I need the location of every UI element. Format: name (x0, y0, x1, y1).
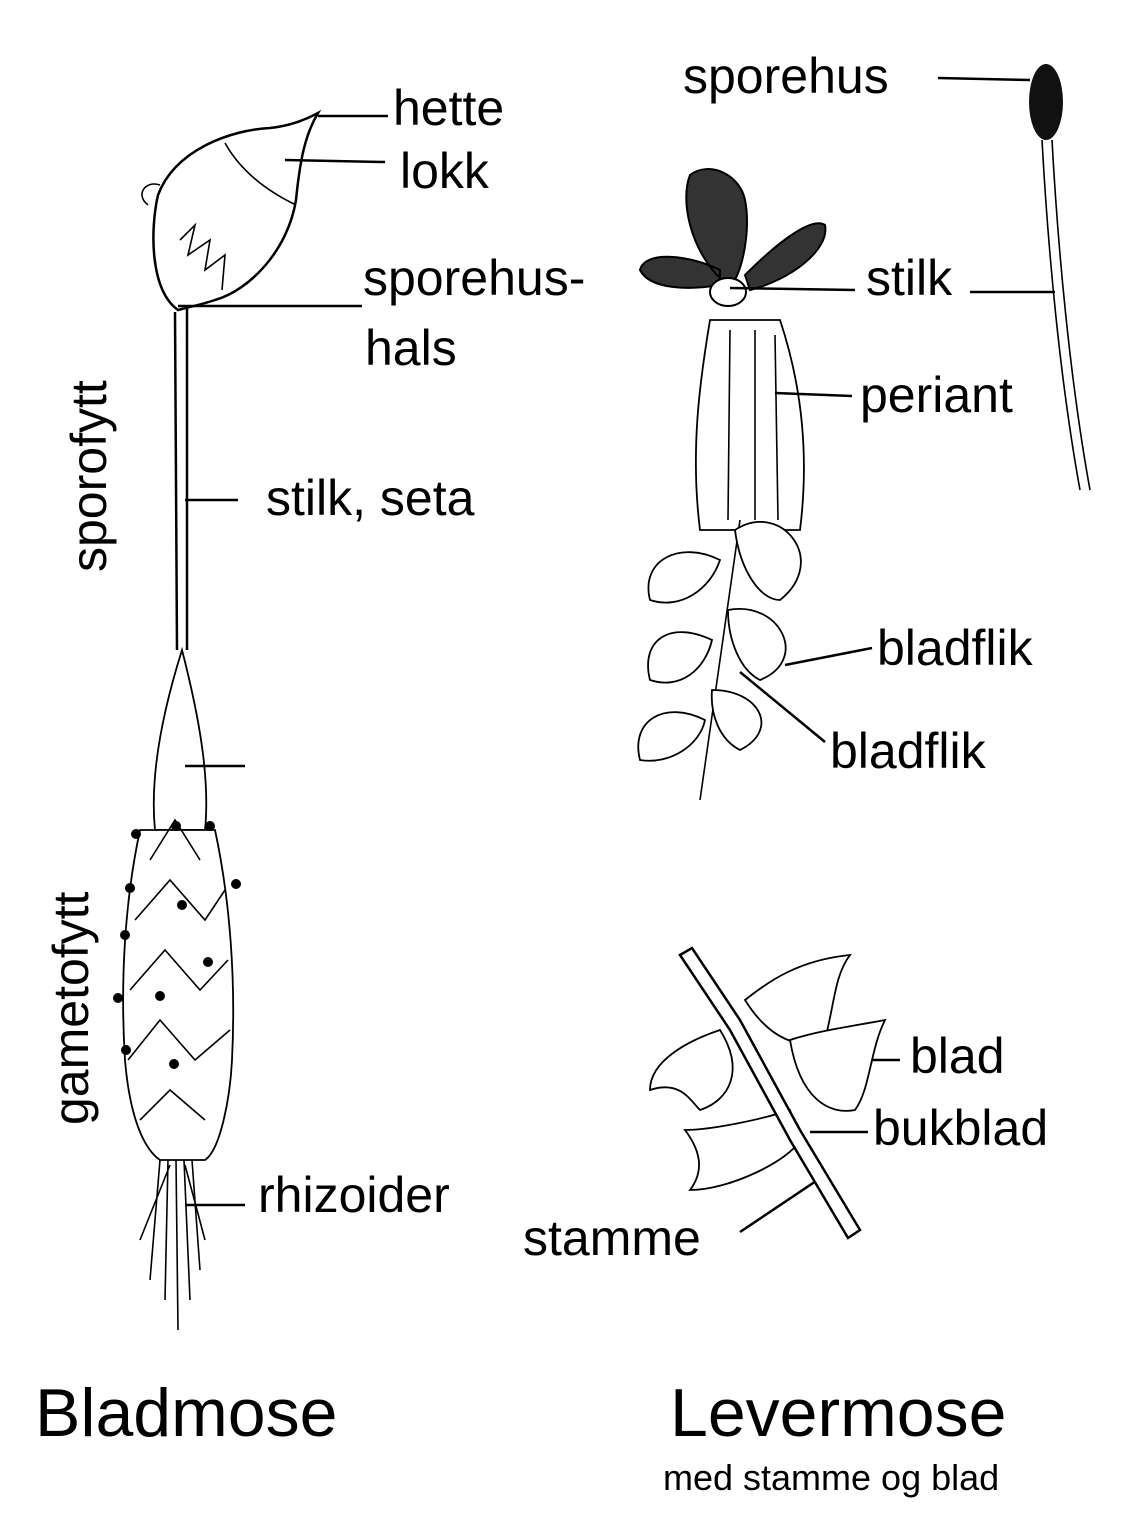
title-bladmose: Bladmose (35, 1375, 337, 1451)
capsule (152, 109, 322, 312)
title-levermose: Levermose (670, 1375, 1006, 1451)
subtitle-levermose: med stamme og blad (663, 1457, 999, 1498)
label-lokk: lokk (400, 143, 490, 199)
label-sporehus: sporehus (683, 48, 889, 104)
label-blad: blad (910, 1028, 1005, 1084)
label-bladflik-2: bladflik (830, 723, 987, 779)
label-bukblad: bukblad (873, 1100, 1048, 1156)
label-stilk: stilk (866, 250, 953, 306)
stem (678, 946, 862, 1240)
stilk-stalk (1041, 139, 1091, 491)
label-periant: periant (860, 367, 1013, 423)
label-sporehus-hals-1: sporehus- (363, 250, 585, 306)
perianth (694, 319, 805, 531)
gametophyte (113, 646, 241, 1331)
bladmose-arrows (178, 114, 388, 1207)
label-sporehus-hals-2: hals (365, 320, 457, 376)
bladmose-illustration (113, 109, 322, 1331)
label-sporofytt: sporofytt (61, 380, 117, 572)
label-bladflik-1: bladflik (877, 620, 1034, 676)
label-rhizoider: rhizoider (258, 1167, 450, 1223)
sporehus-capsule (1029, 64, 1063, 140)
label-gametofytt: gametofytt (43, 891, 99, 1125)
levermose-labels: sporehus stilk periant bladflik bladflik… (523, 48, 1048, 1498)
label-hette: hette (393, 80, 504, 136)
levermose-stem-detail (649, 946, 887, 1240)
capsule-valves (638, 168, 827, 292)
label-stamme: stamme (523, 1210, 701, 1266)
levermose-illustration (637, 64, 1091, 801)
bladmose-labels: hette lokk sporehus- hals stilk, seta rh… (35, 80, 585, 1451)
label-stilk-seta: stilk, seta (266, 470, 475, 526)
seta (173, 308, 189, 651)
